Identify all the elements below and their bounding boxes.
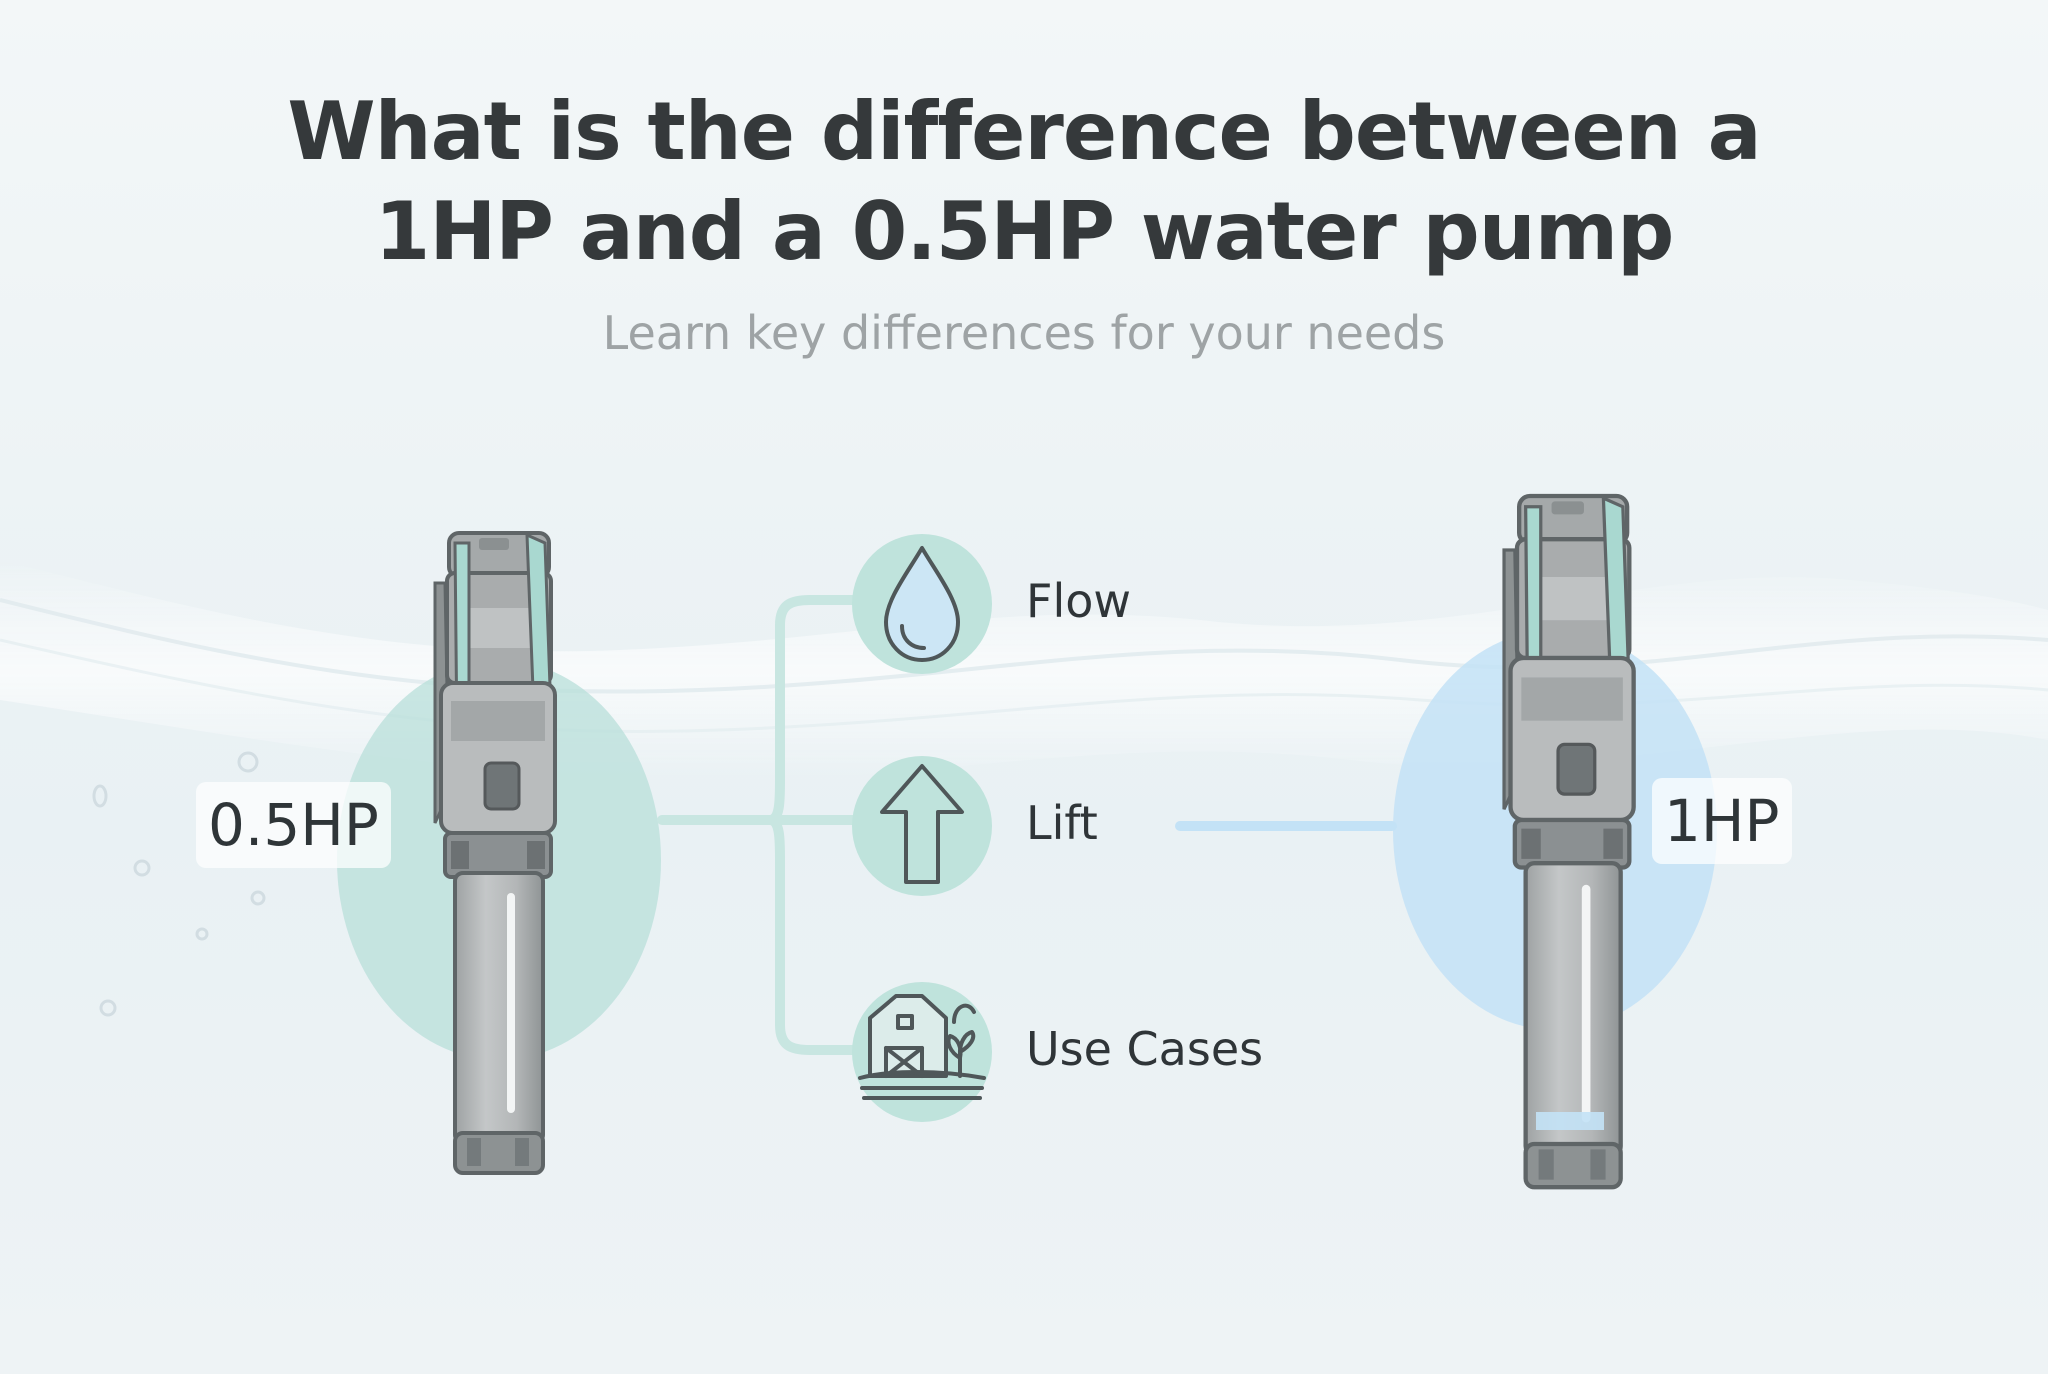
bubbles bbox=[92, 751, 266, 1017]
feature-label-lift: Lift bbox=[1026, 796, 1098, 850]
pump-label-0-5hp: 0.5HP bbox=[196, 782, 391, 868]
water-drop-icon bbox=[884, 546, 960, 662]
pump-1hp-illustration bbox=[1504, 496, 1634, 1187]
pump-label-1hp: 1HP bbox=[1652, 778, 1792, 864]
farm-barn-icon bbox=[858, 994, 986, 1100]
page-title: What is the difference between a 1HP and… bbox=[0, 82, 2048, 282]
page-subtitle: Learn key differences for your needs bbox=[602, 306, 1446, 360]
pump-0-5hp-illustration bbox=[433, 531, 557, 1175]
title-line-1: What is the difference between a bbox=[287, 85, 1761, 178]
pump-1hp-outlet bbox=[1536, 1112, 1604, 1130]
title-line-2: 1HP and a 0.5HP water pump bbox=[374, 185, 1675, 278]
feature-label-flow: Flow bbox=[1026, 574, 1132, 628]
up-arrow-icon bbox=[880, 764, 964, 884]
feature-label-use-cases: Use Cases bbox=[1026, 1022, 1264, 1076]
water-wave-background bbox=[0, 560, 2048, 782]
